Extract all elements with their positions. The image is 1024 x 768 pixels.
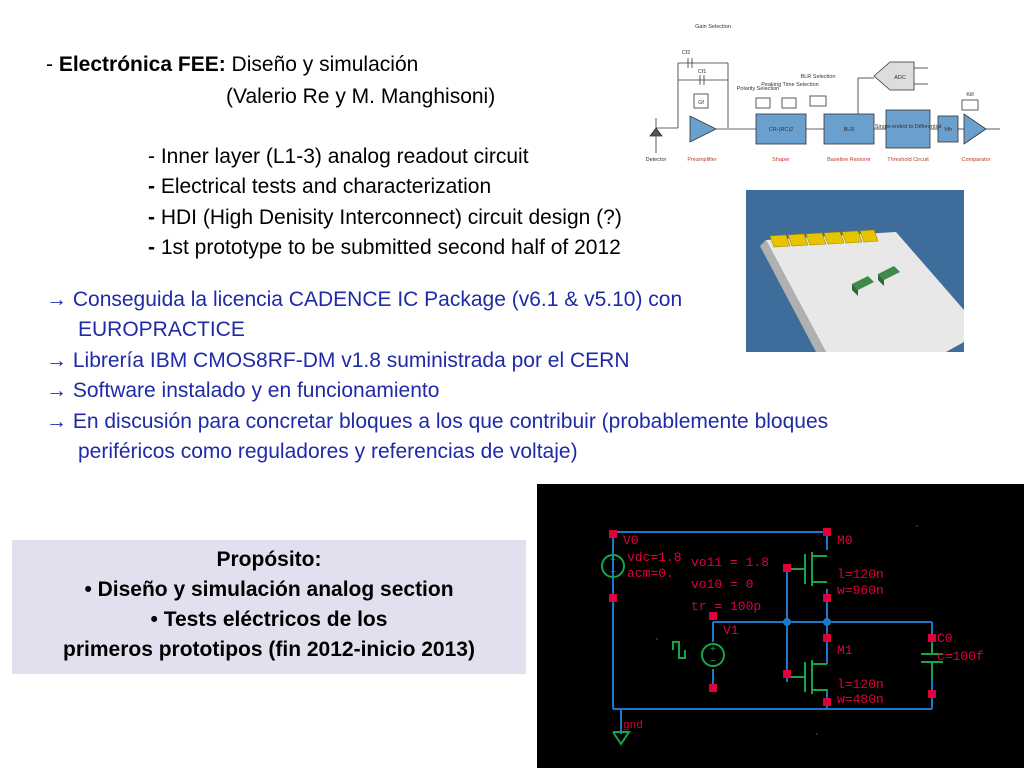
cr-rc-label: CR-(RC)2 <box>769 127 793 133</box>
task-item: - HDI (High Denisity Interconnect) circu… <box>148 206 622 229</box>
threshold-label: Threshold Circuit <box>887 157 929 163</box>
m1-label: M1 <box>837 643 853 658</box>
adc-label: ADC <box>894 75 906 81</box>
purpose-item: primeros prototipos (fin 2012-inicio 201… <box>63 638 475 661</box>
blr-label: BLR <box>844 127 855 133</box>
cf1-label: Cf1 <box>698 69 707 75</box>
arrow-icon: → <box>46 410 67 433</box>
v1-label: V1 <box>723 623 739 638</box>
gf-label: Gf <box>698 100 704 106</box>
svg-text:−: − <box>610 568 616 579</box>
arrow-icon: → <box>46 349 67 372</box>
shaper-label: Shaper <box>772 157 790 163</box>
m1-w-label: w=480n <box>837 692 884 707</box>
title-bold: Electrónica FEE: <box>58 53 226 76</box>
c0-label: C0 <box>937 631 953 646</box>
task-item: - Inner layer (L1-3) analog readout circ… <box>148 145 529 168</box>
progress-item: → Librería IBM CMOS8RF-DM v1.8 suministr… <box>46 349 630 372</box>
blr-selection-label: BLR Selection <box>801 74 836 80</box>
progress-item: → En discusión para concretar bloques a … <box>46 410 829 433</box>
m0-l-label: l=120n <box>837 567 884 582</box>
kill-label: Kill <box>966 92 973 98</box>
peaking-selection-label: Peaking Time Selection <box>761 82 818 88</box>
gain-selection-label: Gain Selection <box>695 24 731 30</box>
arrow-icon: → <box>46 379 67 402</box>
progress-item-cont: EUROPRACTICE <box>78 318 245 341</box>
svg-text:+: + <box>710 645 716 656</box>
task-item: - Electrical tests and characterization <box>148 175 492 198</box>
m0-w-label: w=960n <box>837 583 884 598</box>
section-title: - Electrónica FEE: Diseño y simulación <box>46 53 419 76</box>
detector-label: Detector <box>646 157 667 163</box>
cf2-label: Cf2 <box>682 50 691 56</box>
arrow-icon: → <box>46 288 67 311</box>
progress-item-cont: periféricos como reguladores y referenci… <box>78 440 578 463</box>
title-rest: Diseño y simulación <box>225 53 419 76</box>
progress-item: → Conseguida la licencia CADENCE IC Pack… <box>46 288 683 311</box>
task-item: - 1st prototype to be submitted second h… <box>148 236 621 259</box>
single-ended-label: Single-ended to Differential <box>875 124 941 130</box>
svg-text:−: − <box>710 657 716 668</box>
m1-l-label: l=120n <box>837 677 884 692</box>
svg-text:+: + <box>610 556 616 567</box>
package-3d-render <box>746 190 964 352</box>
vth-label: Vth <box>944 127 952 133</box>
preamp-label: Preamplifier <box>687 157 717 163</box>
purpose-item: • Tests eléctricos de los <box>150 608 388 631</box>
c-value-label: c=100f <box>937 649 984 664</box>
purpose-heading: Propósito: <box>216 548 322 571</box>
comparator-label: Comparator <box>961 157 990 163</box>
spice-schematic: +− +− V0 vdc=1.8 acm=0. vo11 = 1.8 vo10 … <box>537 484 1024 768</box>
purpose-item: • Diseño y simulación analog section <box>84 578 454 601</box>
purpose-box: Propósito: • Diseño y simulación analog … <box>12 540 526 674</box>
vo0-label: vo10 = 0 <box>691 577 753 592</box>
vo1-label: vo11 = 1.8 <box>691 555 769 570</box>
gnd-label: gnd <box>623 720 643 732</box>
acm-label: acm=0. <box>627 566 674 581</box>
m0-label: M0 <box>837 533 853 548</box>
readout-block-diagram: Detector Preamplifier Shaper Baseline Re… <box>646 24 1000 163</box>
baseline-label: Baseline Restorer <box>827 157 871 163</box>
tr-label: tr = 100p <box>691 599 761 614</box>
polarity-selection-label: Polarity Selection <box>737 86 780 92</box>
authors: (Valerio Re y M. Manghisoni) <box>226 85 496 108</box>
vdc-label: vdc=1.8 <box>627 550 682 565</box>
progress-item: → Software instalado y en funcionamiento <box>46 379 440 402</box>
v0-label: V0 <box>623 533 639 548</box>
